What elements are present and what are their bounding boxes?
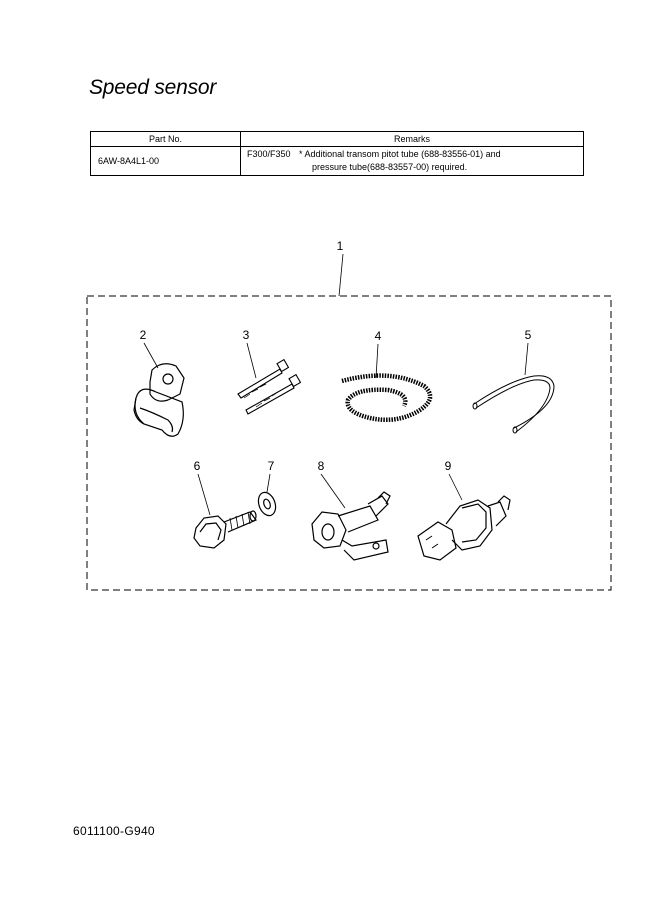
leader-line-7 (266, 473, 271, 493)
callout-6: 6 (194, 459, 201, 473)
part-number-cell: 6AW-8A4L1-00 (90, 146, 241, 176)
page-title: Speed sensor (89, 76, 217, 99)
remark-line-1: * Additional transom pitot tube (688-835… (299, 149, 501, 159)
callout-5: 5 (525, 328, 532, 342)
remark-line-2: pressure tube(688-83557-00) required. (312, 162, 468, 172)
corrugated-tube-icon (341, 373, 433, 422)
leader-line-3 (246, 342, 257, 379)
remarks-cell: F300/F350 * Additional transom pitot tub… (240, 146, 584, 176)
kit-boundary (86, 295, 612, 591)
table-header-row: Part No. Remarks (90, 131, 584, 147)
washer-icon (257, 491, 277, 517)
callout-8: 8 (318, 459, 325, 473)
adapter-fitting-icon (311, 491, 391, 561)
leader-line-5 (524, 342, 529, 376)
bolt-icon (193, 510, 257, 549)
leader-line-2 (143, 342, 159, 369)
clamp-icon (133, 363, 185, 437)
cable-tie-icon (237, 358, 302, 415)
remark-model: F300/F350 (247, 149, 291, 159)
leader-line-6 (197, 473, 211, 516)
callout-7: 7 (268, 459, 275, 473)
callout-3: 3 (243, 328, 250, 342)
callout-9: 9 (445, 459, 452, 473)
drawing-number: 6011100-G940 (73, 824, 155, 838)
leader-line-1 (338, 253, 344, 297)
leader-line-4 (375, 343, 379, 379)
callout-1: 1 (337, 239, 344, 253)
leader-line-9 (448, 473, 463, 501)
tube-icon (472, 375, 555, 434)
callout-2: 2 (140, 328, 147, 342)
parts-table: Part No. Remarks 6AW-8A4L1-00 F300/F350 … (90, 131, 584, 176)
table-row: 6AW-8A4L1-00 F300/F350 * Additional tran… (90, 146, 584, 176)
callout-4: 4 (375, 329, 382, 343)
pressure-sensor-icon (417, 495, 511, 561)
leader-line-8 (320, 473, 346, 509)
